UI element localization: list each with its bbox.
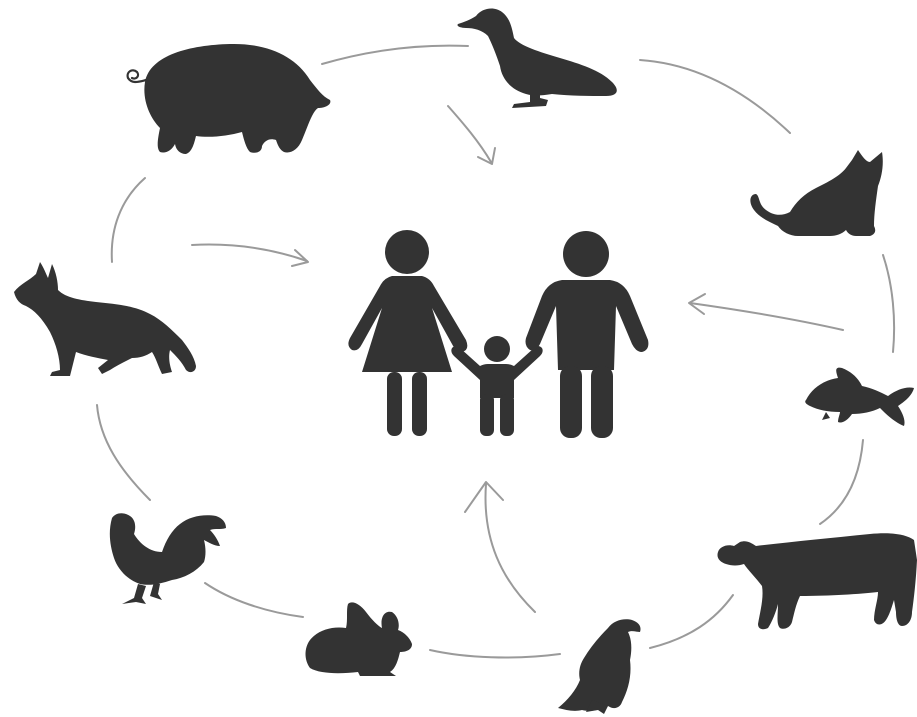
duck-icon <box>457 9 616 108</box>
man-figure <box>526 231 649 438</box>
arrow-from-pig <box>192 245 308 266</box>
connector-goldfish-cow <box>820 440 863 524</box>
connector-eagle-rabbit <box>430 650 560 657</box>
goldfish-icon <box>805 368 914 426</box>
connector-pig-duck <box>322 46 468 64</box>
connector-rooster-dog <box>97 405 150 500</box>
cat-icon <box>750 150 882 236</box>
connector-cow-eagle <box>650 595 733 648</box>
child-figure <box>451 336 542 436</box>
connector-duck-cat <box>640 60 790 133</box>
woman-figure <box>348 230 467 436</box>
pig-icon <box>128 44 331 154</box>
dog-icon <box>14 262 196 376</box>
connector-cat-goldfish <box>883 255 894 352</box>
arrows-to-family <box>192 106 843 612</box>
rooster-icon <box>110 513 226 604</box>
arrow-from-duck <box>448 106 495 164</box>
eagle-icon <box>558 619 641 714</box>
family-icon <box>348 230 648 438</box>
arrow-from-goldfish <box>689 294 843 330</box>
cow-icon <box>717 533 917 629</box>
connector-rabbit-rooster <box>205 583 303 617</box>
arrow-from-eagle <box>465 482 535 612</box>
rabbit-icon <box>306 602 413 676</box>
connector-dog-pig <box>112 178 145 262</box>
